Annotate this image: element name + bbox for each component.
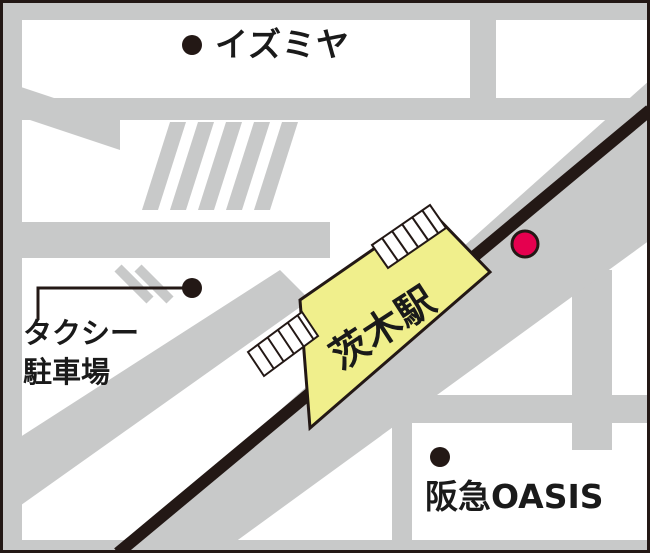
station-platform-left: [246, 310, 320, 378]
taxi-callout-line: [36, 286, 192, 320]
station-exit-marker-icon: [510, 229, 540, 259]
crosswalk-stripe: [142, 122, 186, 210]
crosswalk: [142, 122, 298, 210]
crosswalk-stripe: [170, 122, 214, 210]
oasis-marker-icon: [430, 447, 450, 467]
crosswalk-stripe: [226, 122, 270, 210]
taxi-label-line1: タクシー: [23, 316, 140, 350]
taxi-lot-line: [134, 264, 174, 304]
izumiya-marker-icon: [182, 35, 202, 55]
road-lower-right: [392, 395, 650, 423]
taxi-marker-icon: [182, 278, 202, 298]
road-vertical-upper: [470, 0, 496, 120]
station-building: [246, 203, 493, 432]
taxi-lot-line: [114, 264, 154, 304]
station-platform-top: [370, 203, 448, 270]
road-diagonal-upper-left: [0, 80, 120, 150]
taxi-lot-markings: [114, 247, 270, 304]
izumiya-label: イズミヤ: [215, 25, 351, 64]
road-lower-vertical: [392, 395, 412, 553]
road-left: [0, 0, 22, 553]
crosswalk-stripe: [198, 122, 242, 210]
road-diagonal-left: [0, 270, 310, 520]
taxi-label-line2: 駐車場: [23, 355, 111, 389]
crosswalk-stripe: [254, 122, 298, 210]
hankyu-oasis-label: 阪急OASIS: [425, 477, 604, 516]
